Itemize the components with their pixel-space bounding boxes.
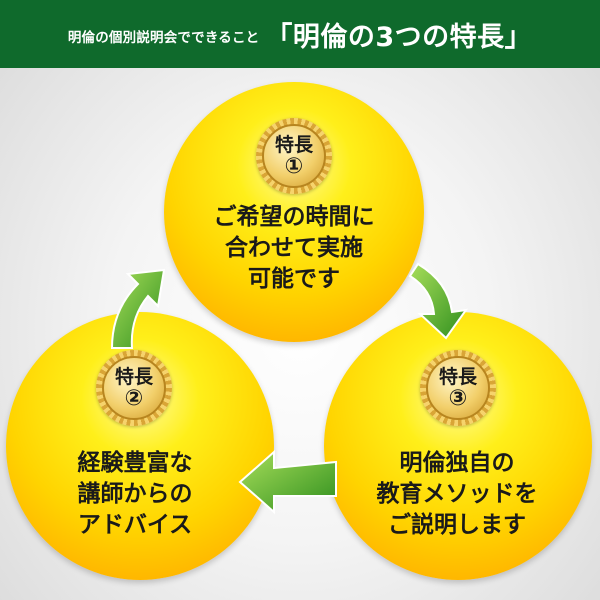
feature-1-medal-icon: 特長 ① xyxy=(256,118,332,194)
feature-3-line-3: ご説明します xyxy=(388,512,526,538)
feature-2-line-1: 経験豊富な xyxy=(77,450,193,476)
feature-3-badge-number: ③ xyxy=(448,386,468,411)
header-bar: 明倫の個別説明会でできること 「明倫の3つの特長」 xyxy=(0,0,600,68)
feature-2-text: 経験豊富な 講師からの アドバイス xyxy=(30,448,240,541)
feature-1-line-3: 可能です xyxy=(248,266,340,292)
header-subtitle: 明倫の個別説明会でできること xyxy=(67,30,260,46)
feature-3-line-2: 教育メソッドを xyxy=(376,481,538,507)
feature-3-line-1: 明倫独自の xyxy=(399,450,515,476)
arrow-3-to-2-icon xyxy=(238,449,337,515)
feature-2-badge-label: 特長 xyxy=(114,366,153,388)
feature-2-line-2: 講師からの xyxy=(77,481,193,507)
header-title: 「明倫の3つの特長」 xyxy=(265,21,533,53)
feature-2-medal-icon: 特長 ② xyxy=(96,350,172,426)
feature-1-badge-label: 特長 xyxy=(274,134,313,156)
feature-1-line-1: ご希望の時間に xyxy=(213,204,375,230)
feature-3-text: 明倫独自の 教育メソッドを ご説明します xyxy=(352,448,562,541)
feature-1-text: ご希望の時間に 合わせて実施 可能です xyxy=(189,202,399,295)
feature-2-badge-number: ② xyxy=(124,386,144,411)
arrow-1-to-3-icon xyxy=(408,262,469,340)
feature-3-badge-label: 特長 xyxy=(438,366,477,388)
feature-2-line-3: アドバイス xyxy=(77,512,193,538)
feature-3-medal-icon: 特長 ③ xyxy=(420,350,496,426)
arrow-2-to-1-icon xyxy=(110,268,166,349)
feature-1-line-2: 合わせて実施 xyxy=(225,235,363,261)
feature-1-badge-number: ① xyxy=(284,154,304,179)
